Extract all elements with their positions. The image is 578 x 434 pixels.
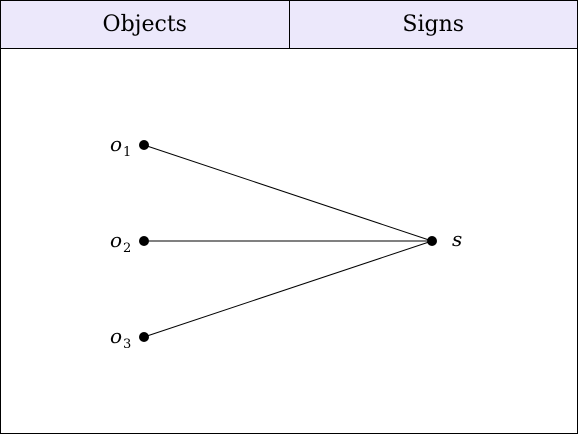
label-o2: o2: [110, 228, 131, 256]
node-o3: [139, 332, 149, 342]
objects-header: Objects: [1, 1, 290, 48]
label-o1: o1: [110, 132, 131, 160]
node-o1: [139, 140, 149, 150]
edge-o1-s: [143, 144, 433, 242]
label-o3: o3: [110, 324, 131, 352]
label-s: s: [452, 227, 462, 251]
signs-header: Signs: [402, 12, 465, 37]
node-s: [427, 236, 437, 246]
edge-o3-s: [143, 240, 433, 338]
object-sign-diagram: o1 o2 o3 s: [110, 132, 462, 352]
column-header: Objects Signs: [1, 1, 577, 49]
node-o2: [139, 236, 149, 246]
